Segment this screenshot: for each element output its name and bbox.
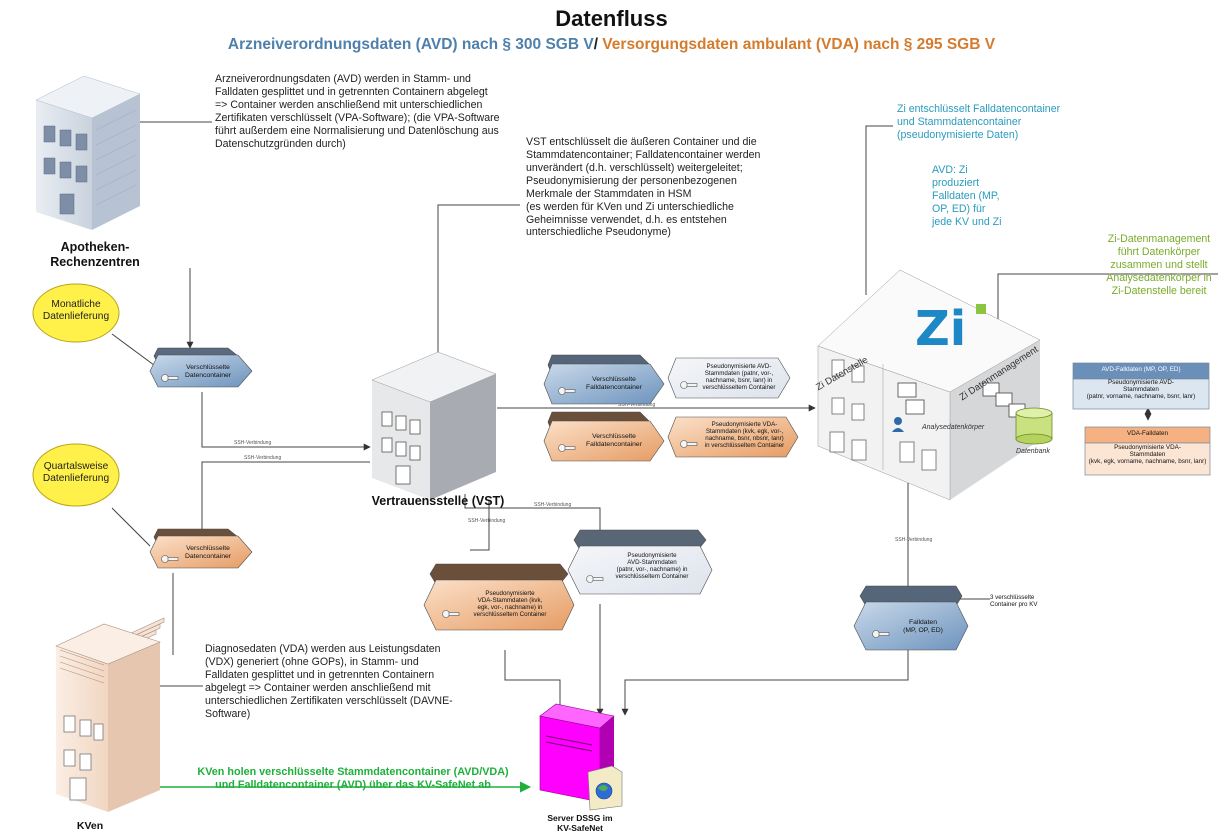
avd-stamm-container bbox=[667, 357, 791, 399]
ssh-label-3: SSH-Verbindung bbox=[618, 402, 655, 408]
line-vst-to-server-avd bbox=[464, 494, 601, 535]
user-icon bbox=[894, 417, 902, 425]
to-server-vda-container bbox=[423, 563, 575, 631]
vda-side-body bbox=[1084, 442, 1211, 476]
falldaten-container bbox=[853, 585, 969, 651]
connectors bbox=[111, 121, 1218, 716]
vda-side-header-text: VDA-Falldaten bbox=[1127, 430, 1168, 437]
apotheken-description: Arzneiverordnungsdaten (AVD) werden in S… bbox=[215, 73, 500, 150]
container-shapes bbox=[149, 347, 969, 651]
monthly-delivery-label: Monatliche Datenlieferung bbox=[42, 299, 110, 323]
ssh-label-1: SSH-Verbindung bbox=[234, 440, 271, 446]
key-icon bbox=[680, 381, 698, 389]
key-icon bbox=[442, 610, 460, 618]
apotheken-building bbox=[35, 75, 141, 230]
kven-building bbox=[55, 617, 165, 812]
key-icon bbox=[558, 387, 576, 395]
line-monthly-pointer bbox=[111, 333, 159, 369]
to-server-vda-label: Pseudonymisierte VDA-Stammdaten (kvk, eg… bbox=[473, 590, 547, 619]
delivery-ellipses bbox=[32, 283, 120, 507]
line-quarterly-pointer bbox=[111, 507, 151, 547]
datenbank-label: Datenbank bbox=[1016, 448, 1050, 455]
line-apo-container-to-vst bbox=[201, 392, 371, 451]
subtitle-separator: / bbox=[593, 36, 598, 53]
ssh-label-2: SSH-Verbindung bbox=[244, 455, 281, 461]
quarterly-delivery-ellipse bbox=[32, 443, 120, 507]
server-icon bbox=[539, 703, 623, 811]
key-icon bbox=[558, 444, 576, 452]
line-falldaten-to-server bbox=[621, 640, 909, 716]
vda-stamm-label: Pseudonymisierte VDA- Stammdaten (kvk, e… bbox=[704, 421, 785, 450]
avd-stamm-label: Pseudonymisierte AVD- Stammdaten (patnr,… bbox=[702, 363, 776, 392]
vst-label: Vertrauensstelle (VST) bbox=[371, 494, 505, 508]
zi-logo: Zi bbox=[915, 301, 986, 357]
database-icon bbox=[1015, 407, 1053, 445]
connector-labels: SSH-Verbindung SSH-Verbindung SSH-Verbin… bbox=[234, 402, 932, 543]
server-label: Server DSSG im KV-SafeNet bbox=[547, 813, 613, 834]
vda-side-body-text: Pseudonymisierte VDA- Stammdaten (kvk, e… bbox=[1088, 444, 1207, 465]
subtitle-vda: Versorgungsdaten ambulant (VDA) nach § 2… bbox=[598, 36, 996, 53]
key-icon bbox=[872, 630, 890, 638]
to-server-avd-label: Pseudonymisierte AVD-Stammdaten (patnr, … bbox=[615, 552, 689, 581]
avd-side-header-text: AVD-Falldaten (MP, OP, ED) bbox=[1101, 366, 1181, 373]
analysedatenkoerper-label: Analysedatenkörper bbox=[922, 424, 985, 431]
avd-fall-label: Verschlüsselte Falldatencontainer bbox=[586, 376, 642, 391]
zi-decrypt-text: Zi entschlüsselt Falldatencontainer und … bbox=[897, 103, 1061, 141]
line-vst-text-pointer bbox=[437, 204, 520, 355]
key-icon bbox=[586, 575, 604, 583]
vst-building bbox=[371, 351, 497, 500]
svg-text:Zi: Zi bbox=[915, 301, 966, 357]
avd-side-body bbox=[1072, 378, 1210, 410]
kven-fetch-text: KVen holen verschlüsselte Stammdatencont… bbox=[197, 766, 509, 792]
kven-description: Diagnosedaten (VDA) werden aus Leistungs… bbox=[205, 643, 453, 720]
side-boxes bbox=[1072, 362, 1211, 476]
apo-encrypted-label: Verschlüsselte Datencontainer bbox=[184, 364, 232, 379]
avd-side-body-text: Pseudonymisierte AVD- Stammdaten (patnr,… bbox=[1086, 379, 1196, 400]
page-subtitle: Arzneiverordnungsdaten (AVD) nach § 300 … bbox=[0, 36, 1223, 55]
page-title: Datenfluss bbox=[555, 6, 668, 31]
kven-label: KVen bbox=[76, 820, 104, 832]
quarterly-delivery-label: Quartalsweise Datenlieferung bbox=[42, 461, 110, 485]
vst-description: VST entschlüsselt die äußeren Container … bbox=[526, 136, 761, 239]
ssh-label-4: SSH-Verbindung bbox=[468, 518, 505, 524]
key-icons bbox=[161, 374, 890, 638]
key-icon bbox=[161, 555, 179, 563]
to-server-avd-container bbox=[567, 529, 713, 595]
vda-fall-label: Verschlüsselte Falldatencontainer bbox=[586, 433, 642, 448]
zi-monitors bbox=[897, 382, 1026, 418]
key-icon bbox=[161, 374, 179, 382]
falldaten-label: Falldaten (MP, OP, ED) bbox=[903, 619, 943, 634]
kv-encrypted-label: Verschlüsselte Datencontainer bbox=[184, 545, 232, 560]
subtitle-avd: Arzneiverordnungsdaten (AVD) nach § 300 … bbox=[227, 36, 594, 53]
line-zi-text-pointer bbox=[865, 125, 893, 295]
line-vst-to-server-vda bbox=[470, 500, 490, 551]
key-icon bbox=[680, 440, 698, 448]
ssh-label-5: SSH-Verbindung bbox=[534, 502, 571, 508]
line-vda-to-server bbox=[504, 650, 564, 716]
zi-mgmt-text: Zi-Datenmanagement führt Datenkörper zus… bbox=[1106, 233, 1212, 297]
zi-building: Zi bbox=[817, 269, 1053, 501]
apotheken-label: Apotheken- Rechenzentren bbox=[50, 240, 140, 270]
three-containers-text: 3 verschlüsselte Container pro KV bbox=[990, 594, 1038, 609]
line-vst-to-kv-container bbox=[201, 461, 370, 530]
avd-fall-container bbox=[543, 354, 665, 405]
monthly-delivery-ellipse bbox=[32, 283, 120, 343]
vda-fall-container bbox=[543, 411, 665, 462]
vda-stamm-container bbox=[667, 416, 799, 458]
ssh-label-6: SSH-Verbindung bbox=[895, 537, 932, 543]
zi-avd-text: AVD: Zi produziert Falldaten (MP, OP, ED… bbox=[932, 164, 1002, 228]
